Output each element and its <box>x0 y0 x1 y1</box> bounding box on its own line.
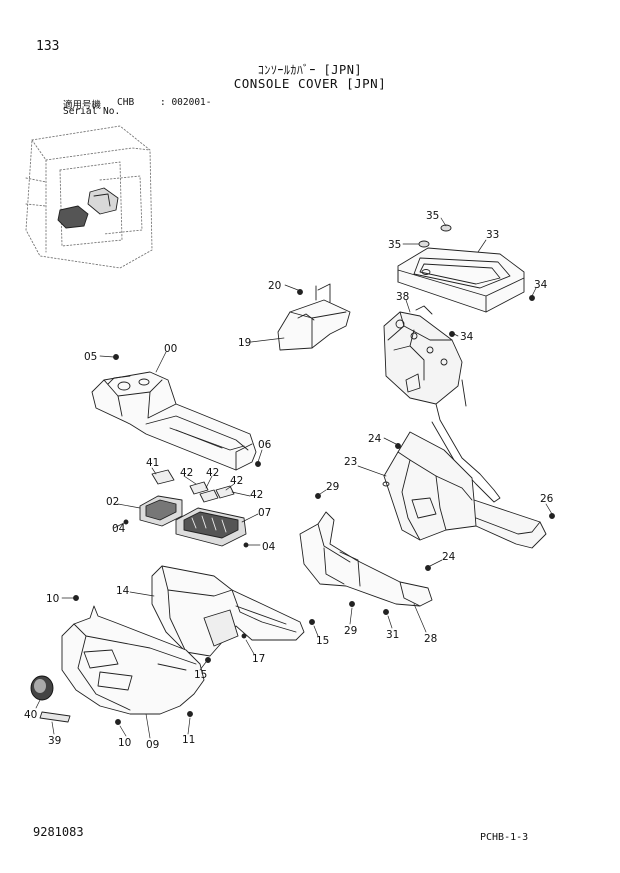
callout-29-screw: 29 <box>326 481 339 493</box>
callout-41-tab: 41 <box>146 457 159 469</box>
callout-04-screw-second: 04 <box>262 541 276 553</box>
callout-10-screw-second: 10 <box>118 737 131 749</box>
part-00-console-housing <box>91 371 257 471</box>
part-28-lower-cover <box>299 511 433 607</box>
callout-31-screw: 31 <box>386 629 399 641</box>
part-41-42-tabs <box>151 469 235 503</box>
part-19-bracket <box>277 283 351 351</box>
title-english: CONSOLE COVER [JPN] <box>233 76 387 91</box>
page-code: PCHB-1-3 <box>480 832 529 843</box>
leader-lines <box>35 217 553 739</box>
document-number: 9281083 <box>33 825 84 839</box>
callout-40-disc: 40 <box>24 709 37 721</box>
callout-33-tray: 33 <box>486 229 499 241</box>
callout-19-bracket: 19 <box>238 337 251 349</box>
serial-model: CHB <box>117 97 135 108</box>
part-40-disc <box>30 675 54 701</box>
callout-00-console: 00 <box>164 343 177 355</box>
callout-34-screw-second: 34 <box>460 331 474 343</box>
callout-35-cap-second: 35 <box>388 239 401 251</box>
part-02-switch-frame <box>139 495 183 527</box>
serial-range: : 002001- <box>160 97 212 108</box>
callout-02-switch-frame: 02 <box>106 496 119 508</box>
callout-38-switch-panel: 38 <box>396 291 409 303</box>
callout-10-screw: 10 <box>46 593 59 605</box>
callout-28-cover: 28 <box>424 633 437 645</box>
callout-26-screw: 26 <box>540 493 554 505</box>
part-09-side-panel <box>61 605 205 715</box>
part-35-caps <box>418 224 452 248</box>
callout-34-screw: 34 <box>534 279 548 291</box>
callout-42-tab-third: 42 <box>230 475 243 487</box>
callout-42-tab: 42 <box>180 467 193 479</box>
callout-05-screw: 05 <box>84 351 97 363</box>
part-34-screw <box>73 289 555 725</box>
callout-29-screw-second: 29 <box>344 625 357 637</box>
callout-42-tab-fourth: 42 <box>250 489 263 501</box>
callout-17-plate: 17 <box>252 653 265 665</box>
part-07-switch-frame <box>175 507 247 547</box>
page-number: 133 <box>36 39 60 54</box>
part-33-top-tray <box>397 247 525 313</box>
callout-07-switch-frame: 07 <box>258 507 271 519</box>
callout-14-cover: 14 <box>116 585 130 597</box>
part-38-switch-panel <box>383 305 501 503</box>
serial-label-english: Serial No. <box>63 106 121 117</box>
part-23-side-panel <box>382 431 547 549</box>
serial-label-japanese: 適用号機 <box>63 100 102 111</box>
callout-42-tab-second: 42 <box>206 467 219 479</box>
title-japanese: ｺﾝｿｰﾙｶﾊﾞｰ [JPN] <box>257 63 363 77</box>
callout-24-screw-second: 24 <box>442 551 456 563</box>
callout-24-screw: 24 <box>368 433 382 445</box>
part-39-label <box>39 711 71 723</box>
callout-20-screw: 20 <box>268 280 281 292</box>
callout-35-cap: 35 <box>426 210 439 222</box>
part-17-plate <box>203 609 239 647</box>
callout-23-side-panel: 23 <box>344 456 357 468</box>
callout-04-screw: 04 <box>112 523 126 535</box>
callout-labels: 35 33 35 34 20 38 34 19 05 00 06 24 23 4… <box>24 210 554 751</box>
callout-06-screw: 06 <box>258 439 272 451</box>
callout-11-screw: 11 <box>182 734 195 746</box>
callout-15-screw-second: 15 <box>194 669 207 681</box>
callout-39-label: 39 <box>48 735 61 747</box>
callout-09-panel: 09 <box>146 739 159 751</box>
callout-15-screw: 15 <box>316 635 329 647</box>
thumbnail-highlighted-console <box>57 187 119 229</box>
